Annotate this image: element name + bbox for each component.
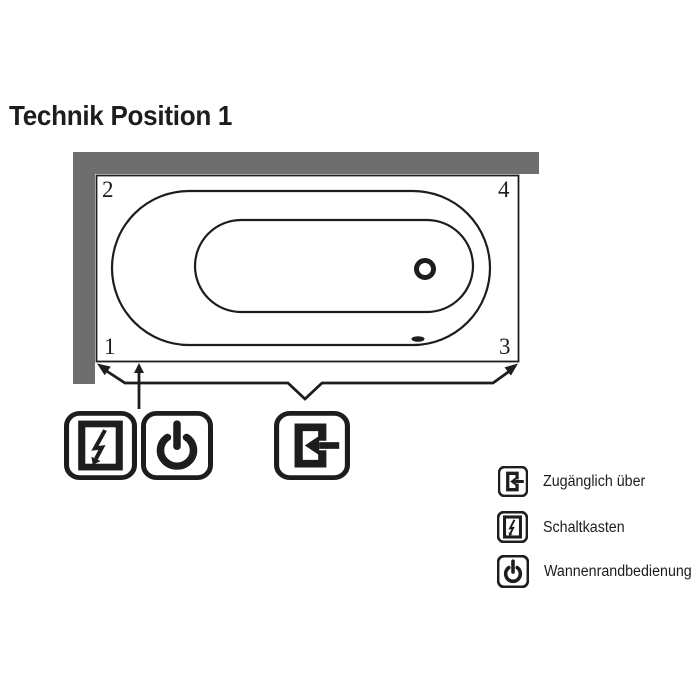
corner-label-3: 3	[499, 334, 511, 359]
arrowhead-up-icon	[134, 363, 144, 373]
arrowhead-corner1-icon	[97, 363, 111, 376]
tub-outline	[95, 174, 520, 363]
corner-label-1: 1	[104, 334, 116, 359]
switchbox-icon	[64, 411, 137, 480]
corner-bracket	[102, 367, 514, 401]
legend-item-switchbox: Schaltkasten	[497, 511, 632, 543]
tub-rim	[110, 189, 492, 347]
corner-label-2: 2	[102, 177, 114, 202]
drain-icon	[414, 258, 436, 280]
arrowhead-corner3-icon	[504, 363, 518, 376]
switchbox-icon	[497, 511, 528, 543]
overflow-icon	[411, 336, 425, 342]
legend-label-switchbox: Schaltkasten	[543, 518, 625, 536]
access-icon	[498, 466, 528, 497]
legend-label-access: Zugänglich über	[543, 473, 646, 490]
access-icon	[274, 411, 350, 480]
tub-basin	[193, 218, 475, 314]
corner-label-4: 4	[498, 177, 510, 202]
legend-item-access: Zugänglich über	[498, 466, 654, 497]
page-title: Technik Position 1	[9, 100, 233, 131]
power-icon	[497, 555, 529, 588]
power-icon	[141, 411, 213, 480]
legend-label-power: Wannenrandbedienung	[544, 563, 692, 580]
legend-item-power: Wannenrandbedienung	[497, 555, 700, 588]
